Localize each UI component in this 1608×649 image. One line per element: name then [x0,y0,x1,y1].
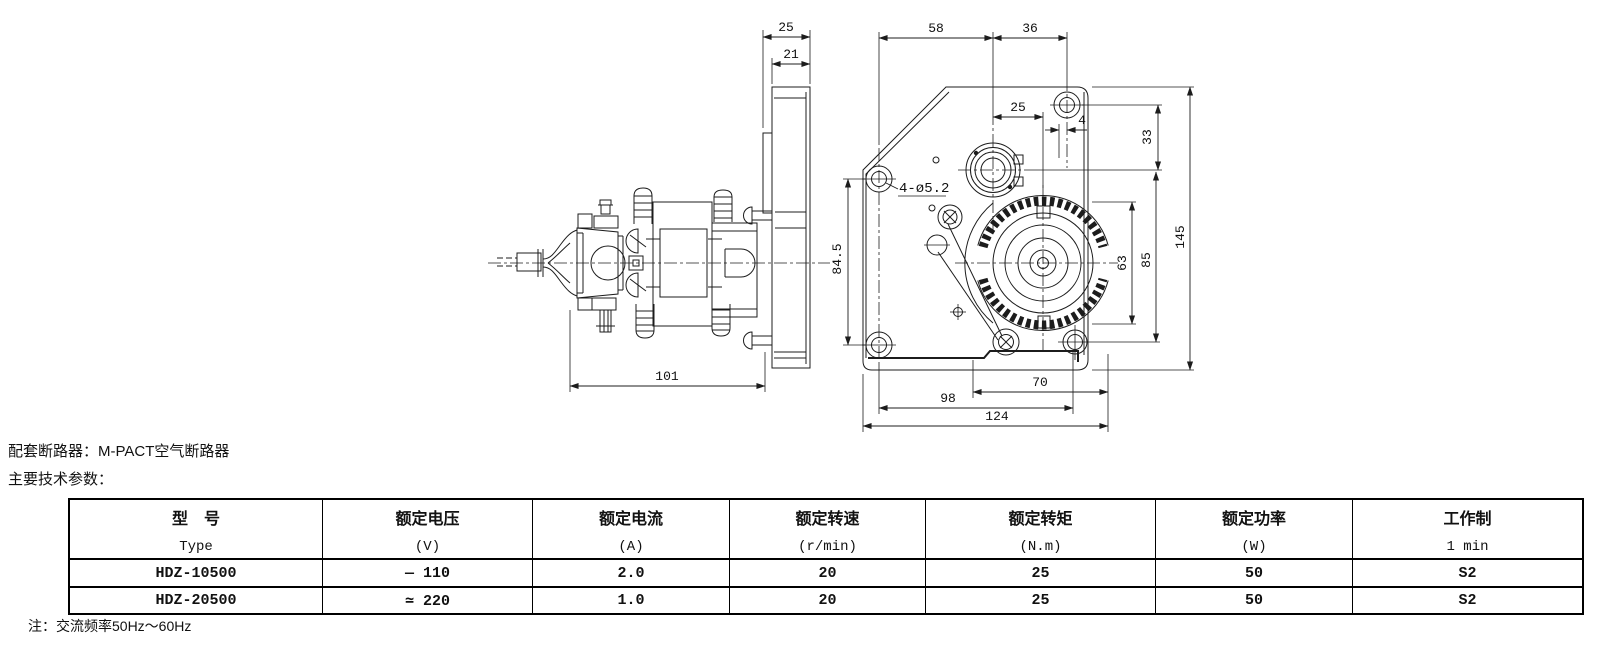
dim-plate-thickness-21: 21 [771,47,811,84]
dim-text-70: 70 [1032,375,1048,390]
column-title: 型 号 [171,511,220,528]
breaker-note: 配套断路器：M-PACT空气断路器 [8,443,230,460]
small-cross-hole [950,304,966,320]
header-cell-torque: 额定转矩 (N.m) [925,500,1155,558]
dim-left-84-5: 84.5 [830,178,866,346]
dim-text-4: 4 [1078,113,1086,128]
dim-right-85: 85 [1092,171,1160,343]
dim-right-33: 33 [1082,104,1162,171]
column-unit: Type [179,539,213,555]
dim-bottom-70: 70 [972,354,1109,432]
dim-body-length-101: 101 [569,310,766,392]
column-unit: (r/min) [798,539,857,555]
column-title: 工作制 [1443,511,1492,528]
dim-text-145: 145 [1173,225,1188,248]
header-cell-speed: 额定转速 (r/min) [729,500,925,558]
worm-gear [955,185,1118,355]
dim-shaft-gear-25: 25 [992,100,1044,188]
column-title: 额定转矩 [1008,511,1073,528]
table-cell: 50 [1155,586,1352,613]
column-title: 额定转速 [795,511,860,528]
dim-text-101: 101 [655,369,679,384]
hole-callout-text: 4-ø5.2 [899,181,949,197]
mounting-hole-bottom-right [1058,325,1092,360]
table-cell: HDZ-20500 [70,586,322,613]
table-cell: 50 [1155,558,1352,586]
header-cell-type: 型 号 Type [70,500,322,558]
table-cell: S2 [1352,558,1582,586]
dim-right-63: 63 [1092,201,1136,325]
dim-text-124: 124 [985,409,1009,424]
dim-text-25: 25 [778,20,794,35]
header-cell-voltage: 额定电压 (V) [322,500,532,558]
mounting-hole-top-right [1050,78,1084,168]
dim-top-58: 58 [878,21,994,145]
dim-right-145: 145 [1092,86,1194,371]
dim-plate-offset-25: 25 [762,20,811,128]
table-cell: ≃ 220 [322,586,532,613]
header-cell-duty: 工作制 1 min [1352,500,1582,558]
table-cell: — 110 [322,558,532,586]
header-cell-power: 额定功率 (W) [1155,500,1352,558]
column-unit: 1 min [1446,539,1489,555]
dim-bottom-124: 124 [862,374,1109,432]
table-cell: 2.0 [532,558,729,586]
column-unit: (A) [618,539,644,555]
table-cell: 25 [925,558,1155,586]
table-cell: 1.0 [532,586,729,613]
table-cell: S2 [1352,586,1582,613]
dim-text-63: 63 [1115,255,1130,271]
table-cell: HDZ-10500 [70,558,322,586]
header-cell-current: 额定电流 (A) [532,500,729,558]
dim-top-36: 36 [992,21,1068,78]
dim-bottom-98: 98 [878,352,1074,414]
column-title: 额定电流 [598,511,663,528]
table-cell: 20 [729,558,925,586]
dim-text-85: 85 [1139,252,1154,268]
table-cell: 25 [925,586,1155,613]
dim-text-84-5: 84.5 [830,243,845,274]
front-view-geometry [862,78,1162,371]
cover-screw-upper [937,204,963,230]
column-unit: (N.m) [1019,539,1062,555]
column-title: 额定功率 [1221,511,1286,528]
column-unit: (W) [1241,539,1267,555]
dim-text-36: 36 [1022,21,1038,36]
dim-offset-4: 4 [1045,113,1087,158]
dim-text-58: 58 [928,21,944,36]
column-unit: (V) [414,539,441,555]
dim-text-21: 21 [783,47,799,62]
output-shaft-hole [958,112,1030,232]
front-view: 4-ø5.2 58 36 25 [830,21,1194,432]
table-cell: 20 [729,586,925,613]
technical-drawing: 25 21 101 [488,20,1194,432]
side-view: 25 21 101 [488,20,830,392]
spec-table: 型 号 Type 额定电压 (V) 额定电流 (A) 额定转速 (r/min) … [68,498,1584,615]
cover-screw-bottom [992,328,1020,356]
hole-callout: 4-ø5.2 [885,181,949,197]
footnote: 注：交流频率50Hz～60Hz [28,618,192,634]
column-title: 额定电压 [395,511,460,528]
dim-text-33: 33 [1140,129,1155,145]
dim-text-98: 98 [940,391,956,406]
side-view-geometry [488,86,830,369]
params-heading: 主要技术参数： [8,471,114,488]
dim-text-25b: 25 [1010,100,1026,115]
terminal-studs [633,187,733,339]
